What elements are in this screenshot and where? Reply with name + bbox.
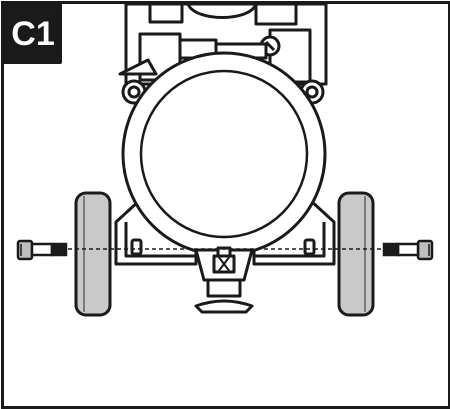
air-tank [121,51,327,257]
wheel-frame [114,198,336,266]
right-wheel [337,191,375,317]
step-label: C1 [4,4,62,64]
left-wheel [74,191,112,317]
support-foot [194,246,254,314]
left-axle-bolt [16,239,68,261]
right-axle-bolt [382,239,434,261]
